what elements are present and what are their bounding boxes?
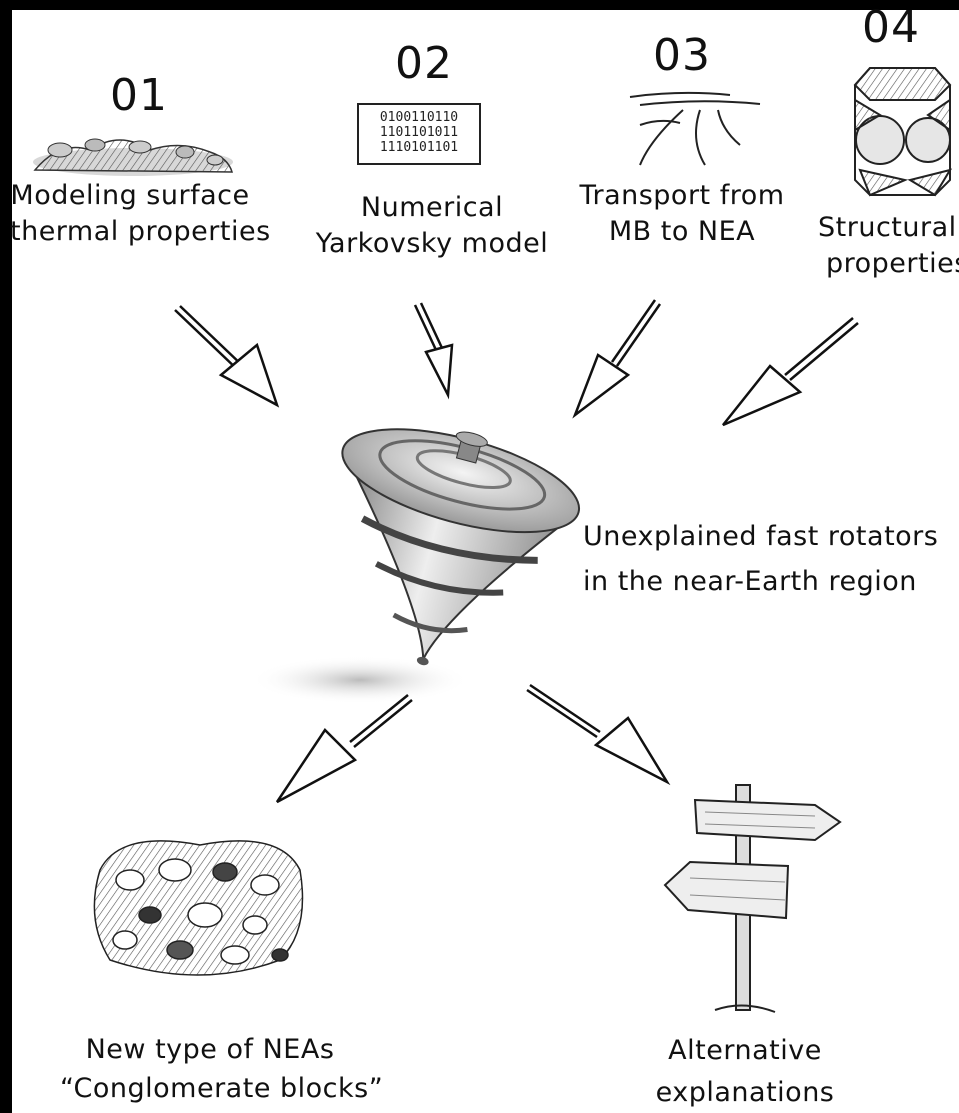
arrow-center-to-alternatives	[527, 685, 667, 782]
binary-line: 0100110110	[359, 110, 479, 125]
outcome-1-line1: New type of NEAs	[60, 1030, 360, 1069]
step-number-03: 03	[653, 30, 711, 81]
step-01-label: Modeling surface thermal properties	[10, 178, 250, 251]
outcome-1-line2: “Conglomerate blocks”	[60, 1069, 360, 1108]
binary-code-icon: 0100110110 1101101011 1110101101	[357, 103, 481, 165]
step-04-line1: Structural	[818, 210, 959, 246]
step-number-01: 01	[110, 70, 168, 121]
signpost-icon	[665, 785, 840, 1012]
step-02-line2: Yarkovsky model	[312, 226, 552, 262]
step-03-line1: Transport from	[572, 178, 792, 214]
center-line1: Unexplained fast rotators	[583, 515, 938, 560]
spinning-top-illustration	[250, 402, 591, 704]
center-label: Unexplained fast rotators in the near-Ea…	[583, 515, 938, 604]
outcome-alternatives-label: Alternative explanations	[640, 1030, 850, 1113]
road-landscape-icon	[630, 93, 760, 165]
step-01-line1: Modeling surface	[10, 178, 250, 214]
step-number-04: 04	[862, 2, 920, 53]
outcome-2-line2: explanations	[640, 1072, 850, 1113]
crystal-structure-icon	[855, 68, 950, 195]
step-04-line2: properties	[818, 246, 959, 282]
step-04-label: Structural properties	[818, 210, 959, 283]
outcome-2-line1: Alternative	[640, 1030, 850, 1072]
step-number-02: 02	[395, 38, 453, 89]
conglomerate-block-icon	[94, 841, 302, 975]
center-line2: in the near-Earth region	[583, 560, 938, 605]
step-01-line2: thermal properties	[10, 214, 250, 250]
outcome-conglomerate-label: New type of NEAs “Conglomerate blocks”	[60, 1030, 360, 1108]
arrow-center-to-conglomerate	[277, 695, 412, 802]
step-02-line1: Numerical	[312, 190, 552, 226]
arrow-02-to-center	[415, 303, 452, 395]
step-03-line2: MB to NEA	[572, 214, 792, 250]
surface-rubble-icon	[33, 139, 233, 176]
binary-line: 1101101011	[359, 125, 479, 140]
arrow-04-to-center	[723, 318, 858, 425]
binary-line: 1110101101	[359, 140, 479, 155]
arrow-01-to-center	[175, 306, 277, 405]
step-03-label: Transport from MB to NEA	[572, 178, 792, 251]
step-02-label: Numerical Yarkovsky model	[312, 190, 552, 263]
arrow-03-to-center	[575, 300, 660, 415]
